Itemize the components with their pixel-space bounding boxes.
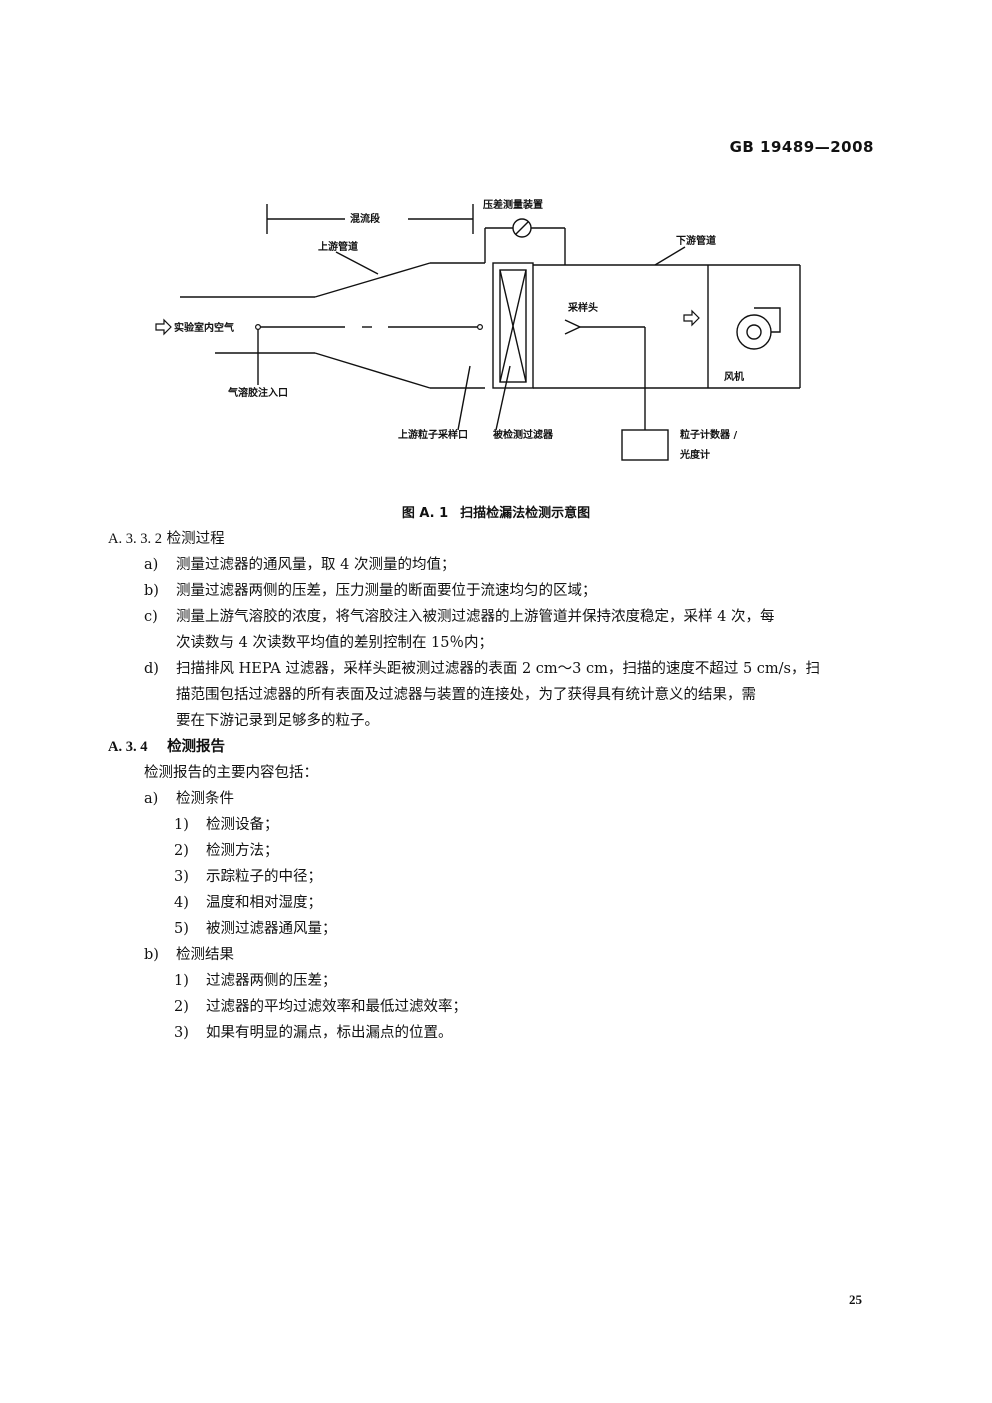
list-text: 温度和相对湿度； (206, 895, 322, 911)
fan-label: 风机 (724, 370, 744, 383)
aerosol-inlet-label: 气溶胶注入口 (227, 386, 288, 399)
list-text: 如果有明显的漏点，标出漏点的位置。 (206, 1025, 453, 1041)
list-item: b) 测量过滤器两侧的压差，压力测量的断面要位于流速均匀的区域； (108, 578, 878, 604)
list-marker: 3) (174, 1025, 189, 1041)
list-text: 检测方法； (206, 843, 279, 859)
counter-label: 粒子计数器 / (680, 428, 737, 441)
list-item: d) 扫描排风 HEPA 过滤器，采样头距被测过滤器的表面 2 cm～3 cm，扫… (108, 656, 878, 682)
page-number: 25 (849, 1292, 862, 1307)
filter-under-test-label: 被检测过滤器 (493, 428, 554, 441)
room-air-label: 实验室内空气 (174, 321, 234, 334)
list-text: 检测结果 (176, 947, 234, 963)
list-item: b) 检测结果 (108, 942, 878, 968)
sub-list-item: 1) 检测设备； (108, 812, 878, 838)
sub-list-item: 5) 被测过滤器通风量； (108, 916, 878, 942)
list-text: 测量过滤器两侧的压差，压力测量的断面要位于流速均匀的区域； (176, 583, 597, 599)
list-text: 过滤器的平均过滤效率和最低过滤效率； (206, 999, 467, 1015)
figure-caption: 图 A. 1 扫描检漏法检测示意图 (0, 502, 992, 521)
list-marker: 1) (174, 817, 189, 833)
section-number: A. 3. 4 (108, 739, 148, 755)
section-heading-a34: A. 3. 4 检测报告 (108, 734, 878, 760)
section-number: A. 3. 3. 2 (108, 531, 162, 547)
photometer-label: 光度计 (679, 448, 710, 461)
list-item: a) 测量过滤器的通风量，取 4 次测量的均值； (108, 552, 878, 578)
list-item-continuation: 要在下游记录到足够多的粒子。 (176, 713, 379, 729)
document-body: A. 3. 3. 2 检测过程 a)测量过滤器的通风量，取 4 次测量的均值； … (108, 526, 878, 1046)
list-marker: a) (144, 557, 159, 573)
mixing-section-label: 混流段 (350, 212, 380, 225)
section-intro: 检测报告的主要内容包括： (144, 765, 318, 781)
sub-list-item: 4) 温度和相对湿度； (108, 890, 878, 916)
list-item-continuation: 描范围包括过滤器的所有表面及过滤器与装置的连接处，为了获得具有统计意义的结果，需 (176, 687, 756, 703)
figure-number: 图 A. 1 (401, 506, 449, 521)
sub-list-item: 3) 示踪粒子的中径； (108, 864, 878, 890)
list-marker: c) (144, 609, 158, 625)
list-marker: d) (144, 661, 159, 677)
list-marker: 2) (174, 843, 189, 859)
upstream-duct-label: 上游管道 (318, 240, 358, 253)
list-text: 示踪粒子的中径； (206, 869, 322, 885)
list-text: 过滤器两侧的压差； (206, 973, 337, 989)
list-text: 检测条件 (176, 791, 234, 807)
sub-list-item: 1) 过滤器两侧的压差； (108, 968, 878, 994)
pressure-device-label: 压差测量装置 (483, 198, 543, 211)
list-text: 测量上游气溶胶的浓度，将气溶胶注入被测过滤器的上游管道并保持浓度稳定，采样 4 … (176, 609, 775, 625)
list-marker: 3) (174, 869, 189, 885)
sub-list-item: 2) 检测方法； (108, 838, 878, 864)
list-marker: b) (144, 947, 159, 963)
section-heading-a332: A. 3. 3. 2 检测过程 (108, 526, 878, 552)
list-item: c) 测量上游气溶胶的浓度，将气溶胶注入被测过滤器的上游管道并保持浓度稳定，采样 … (108, 604, 878, 630)
list-marker: 1) (174, 973, 189, 989)
list-marker: a) (144, 791, 159, 807)
list-marker: 2) (174, 999, 189, 1015)
list-text: 检测设备； (206, 817, 279, 833)
figure-title: 扫描检漏法检测示意图 (460, 506, 591, 521)
list-item: a) 检测条件 (108, 786, 878, 812)
list-text: 测量过滤器的通风量，取 4 次测量的均值； (176, 557, 456, 573)
sampling-head-label: 采样头 (567, 301, 598, 314)
section-title: 检测报告 (167, 739, 226, 755)
test-setup-diagram: 混流段 压差测量装置 上游管道 下游管道 实验室内空气 采样头 气溶胶注入口 风… (155, 198, 801, 461)
list-text: 扫描排风 HEPA 过滤器，采样头距被测过滤器的表面 2 cm～3 cm，扫描的… (176, 661, 821, 677)
list-marker: b) (144, 583, 159, 599)
list-item-continuation: 次读数与 4 次读数平均值的差别控制在 15％内； (176, 635, 494, 651)
upstream-port-label: 上游粒子采样口 (398, 428, 468, 441)
list-marker: 4) (174, 895, 189, 911)
sub-list-item: 2) 过滤器的平均过滤效率和最低过滤效率； (108, 994, 878, 1020)
sub-list-item: 3) 如果有明显的漏点，标出漏点的位置。 (108, 1020, 878, 1046)
list-marker: 5) (174, 921, 189, 937)
list-text: 被测过滤器通风量； (206, 921, 337, 937)
downstream-duct-label: 下游管道 (676, 234, 716, 247)
standard-number: GB 19489—2008 (729, 138, 874, 156)
section-title: 检测过程 (166, 531, 225, 547)
